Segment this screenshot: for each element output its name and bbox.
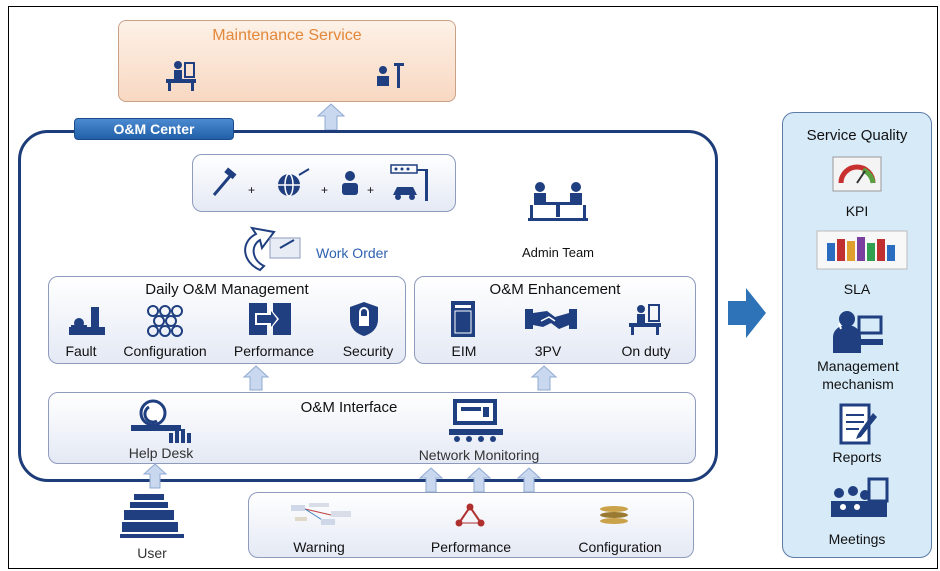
car-road-icon [390,164,428,201]
handshake-icon [525,309,577,329]
fault-label: Fault [65,343,97,359]
engineer-desk-icon [166,61,196,91]
performance-icon [249,303,291,335]
reports-icon [839,403,877,445]
help-desk-icon [131,399,191,443]
service-quality-panel: Service Quality KPI SLA Management mecha… [782,112,932,558]
user-label: User [137,545,167,561]
3pv-label: 3PV [534,343,562,359]
kpi-gauge-icon [832,156,882,192]
plus-sign: + [248,183,256,197]
on-duty-label: On duty [621,343,671,359]
configuration-label: Configuration [123,343,207,359]
up-arrow-to-enhancement [530,365,558,391]
om-interface-title: O&M Interface [300,399,398,416]
om-enhancement-title: O&M Enhancement [489,281,621,298]
admin-team-icon [528,182,588,221]
right-arrow-to-service-quality [728,288,766,338]
monitoring-inputs-box: Warning Performance Configuration [248,492,694,558]
network-monitoring-icon [449,399,503,442]
security-shield-icon [350,302,378,336]
daily-om-management-box: Daily O&M Management Fault Configuration… [48,276,406,364]
warning-label: Warning [293,539,345,555]
on-duty-icon [629,304,661,335]
om-enhancement-box: O&M Enhancement EIM 3PV On duty [414,276,696,364]
person-icon [342,171,358,195]
om-center-label: O&M Center [113,121,195,137]
management-mechanism-icon [833,311,883,353]
service-quality-title: Service Quality [806,127,908,144]
sla-label: SLA [843,281,871,297]
up-arrow-to-maintenance [316,103,346,131]
kpi-label: KPI [845,203,869,219]
meetings-icon [831,477,889,517]
user-icon [120,494,184,538]
globe-icon [278,168,310,197]
up-arrow-from-user [142,463,168,489]
om-interface-box: O&M Interface Help Desk Network Monitori… [48,392,696,464]
plus-sign: + [321,183,329,197]
configuration-stack-icon [600,506,628,524]
fault-icon [69,307,105,335]
work-order-icon [244,226,301,272]
sla-chart-icon [816,230,908,270]
up-arrow-to-daily [242,365,270,391]
help-desk-label: Help Desk [128,445,194,461]
network-monitoring-label: Network Monitoring [418,447,540,463]
up-arrow-from-warning [418,467,444,493]
performance-label: Performance [233,343,315,359]
admin-team-label: Admin Team [521,245,594,260]
security-label: Security [342,343,394,359]
performance-network-icon [455,503,485,527]
configuration-icon [147,305,183,337]
meetings-label: Meetings [828,531,886,547]
warning-chart-icon [291,503,351,525]
om-center-tab: O&M Center [74,118,234,140]
plus-sign: + [367,183,375,197]
performance-input-label: Performance [430,539,512,555]
up-arrow-from-configuration [516,467,542,493]
work-order-label: Work Order [316,245,389,261]
daily-om-title: Daily O&M Management [145,281,309,298]
eim-server-icon [451,301,475,337]
figure-frame [8,6,938,569]
hammer-icon [212,167,237,196]
maintenance-service-title: Maintenance Service [212,27,362,44]
eim-label: EIM [451,343,477,359]
tools-box: + + + [192,154,456,212]
up-arrow-from-performance [466,467,492,493]
configuration-input-label: Configuration [578,539,662,555]
maintenance-service-box: Maintenance Service [118,20,456,102]
reports-label: Reports [832,449,882,465]
om-center-box [18,130,718,482]
technician-tool-icon [377,63,404,88]
management-mechanism-label: Management mechanism [817,358,899,392]
